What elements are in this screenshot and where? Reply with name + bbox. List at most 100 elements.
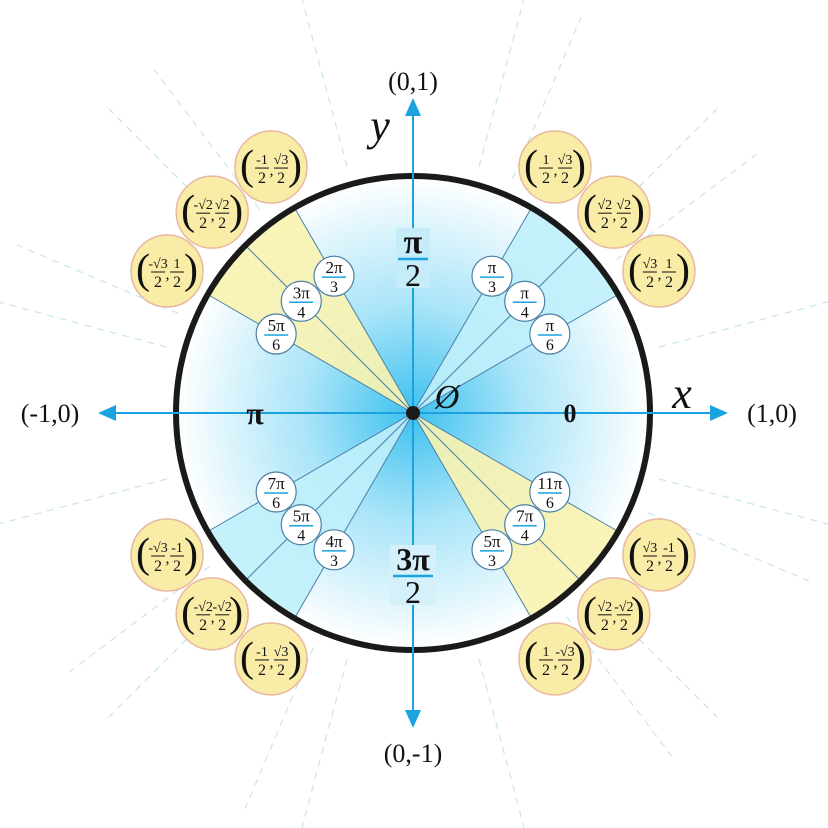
angle-numerator: π <box>520 283 529 302</box>
angle-label: 2π3 <box>313 255 355 297</box>
coord-comma: , <box>211 207 215 224</box>
coord-denominator: 2 <box>561 662 569 679</box>
coord-denominator: 2 <box>154 274 162 291</box>
paren-right: ) <box>184 531 198 577</box>
angle-label: π3 <box>471 255 513 297</box>
guide-ray <box>301 0 348 167</box>
coord-numerator: 1 <box>174 257 181 272</box>
coord-denominator: 2 <box>218 215 226 232</box>
spoke <box>412 412 619 532</box>
coord-numerator: √2 <box>597 600 612 615</box>
coord-numerator: √2 <box>597 198 612 213</box>
angle-label: 5π3 <box>471 529 513 571</box>
paren-left: ( <box>628 247 642 293</box>
guide-ray <box>659 478 828 525</box>
coord-denominator: 2 <box>258 170 266 187</box>
angle-numerator: π <box>488 258 497 277</box>
coord-numerator: √3 <box>643 257 658 272</box>
angle-label: 5π4 <box>280 504 322 546</box>
coordinate-bubble <box>234 130 308 204</box>
spoke <box>412 412 532 619</box>
angle-bubble <box>471 529 513 571</box>
coordinate-bubble <box>130 518 204 592</box>
coord-comma: , <box>554 654 558 671</box>
coordinate-label: ()√22-√22, <box>577 577 651 651</box>
paren-left: ( <box>181 188 195 234</box>
angle-denominator: 3 <box>330 553 338 570</box>
guide-ray <box>478 0 525 167</box>
coord-numerator: √3 <box>558 153 573 168</box>
coordinate-label: ()-12√32, <box>234 130 308 204</box>
coord-comma: , <box>270 654 274 671</box>
coordinate-bubble <box>518 622 592 696</box>
coord-numerator: -√2 <box>194 600 213 615</box>
paren-left: ( <box>240 635 254 681</box>
coord-numerator: 1 <box>543 153 550 168</box>
paren-right: ) <box>288 635 302 681</box>
coord-denominator: 2 <box>665 558 673 575</box>
coordinate-bubble <box>130 234 204 308</box>
coordinate-label: ()-√22√22, <box>175 175 249 249</box>
spoke <box>207 412 414 532</box>
angle-label: 5π6 <box>255 313 297 355</box>
coord-numerator: -1 <box>171 541 183 556</box>
coord-comma: , <box>211 609 215 626</box>
coord-comma: , <box>554 162 558 179</box>
point-0-neg1: (0,-1) <box>384 739 442 768</box>
coord-numerator: -1 <box>663 541 675 556</box>
coord-numerator: -√2 <box>194 198 213 213</box>
angle-label: 7π6 <box>255 471 297 513</box>
paren-right: ) <box>631 590 645 636</box>
angle-bubble <box>529 471 571 513</box>
angle-denominator: 3 <box>488 279 496 296</box>
coordinate-bubble <box>577 175 651 249</box>
angle-numerator: 11π <box>537 474 562 493</box>
coord-numerator: -√3 <box>148 541 167 556</box>
guide-ray <box>0 301 167 348</box>
coordinate-bubble <box>518 130 592 204</box>
coord-denominator: 2 <box>277 662 285 679</box>
coord-denominator: 2 <box>542 662 550 679</box>
guide-ray <box>0 478 167 525</box>
coordinate-label: ()12-√32, <box>518 622 592 696</box>
angle-bubble <box>504 504 546 546</box>
coord-denominator: 2 <box>277 170 285 187</box>
angle-denominator: 4 <box>297 304 305 321</box>
coordinate-label: ()-√22-√22, <box>175 577 249 651</box>
paren-left: ( <box>628 531 642 577</box>
coord-numerator: √2 <box>616 198 631 213</box>
coord-denominator: 2 <box>601 617 609 634</box>
three-half-pi-denominator: 2 <box>405 574 421 610</box>
spoke <box>245 412 414 581</box>
angle-numerator: π <box>546 316 555 335</box>
coord-numerator: -√3 <box>555 645 574 660</box>
paren-left: ( <box>240 143 254 189</box>
spoke <box>245 245 414 414</box>
coord-numerator: -1 <box>256 645 268 660</box>
paren-right: ) <box>676 531 690 577</box>
angle-bubble <box>280 280 322 322</box>
spoke <box>207 294 414 414</box>
guide-ray <box>301 659 348 828</box>
angle-denominator: 4 <box>521 528 529 545</box>
angle-bubble <box>280 504 322 546</box>
coord-numerator: √3 <box>274 153 289 168</box>
angle-label: 7π4 <box>504 504 546 546</box>
angle-zero: 0 <box>564 399 577 428</box>
angle-denominator: 4 <box>521 304 529 321</box>
paren-right: ) <box>676 247 690 293</box>
paren-left: ( <box>524 143 538 189</box>
coord-denominator: 2 <box>542 170 550 187</box>
angle-spokes <box>207 207 619 619</box>
point-0-1: (0,1) <box>388 67 438 96</box>
angle-bubble <box>529 313 571 355</box>
coord-comma: , <box>270 162 274 179</box>
coord-numerator: -√3 <box>148 257 167 272</box>
paren-left: ( <box>181 590 195 636</box>
coord-numerator: -√2 <box>213 600 232 615</box>
paren-right: ) <box>288 143 302 189</box>
guide-ray <box>659 301 828 348</box>
